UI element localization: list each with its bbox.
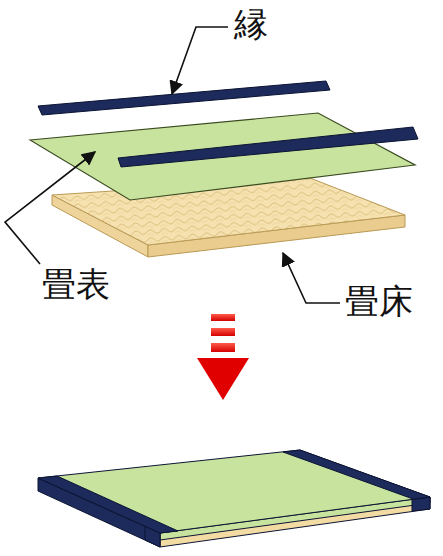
leader-line [172,27,228,94]
assembly-arrow [197,314,249,400]
tatami-border [38,81,330,115]
tatami-core [52,178,405,257]
part-label: 畳床 [345,283,413,320]
finished-tatami [38,450,430,547]
part-label: 畳表 [42,266,110,303]
leader-line [5,152,95,264]
part-label: 縁 [234,6,268,43]
leader-line [283,253,340,303]
